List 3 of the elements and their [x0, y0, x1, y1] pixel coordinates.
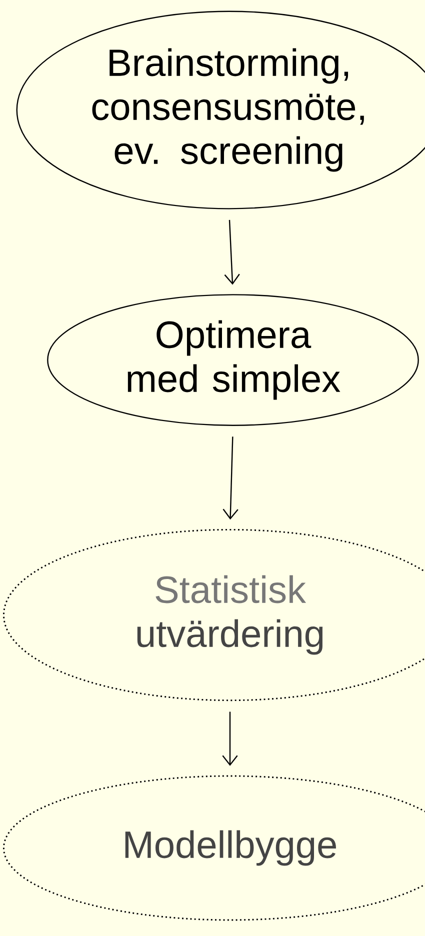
arrow — [222, 712, 238, 766]
arrow — [222, 436, 238, 520]
arrow — [224, 220, 240, 285]
